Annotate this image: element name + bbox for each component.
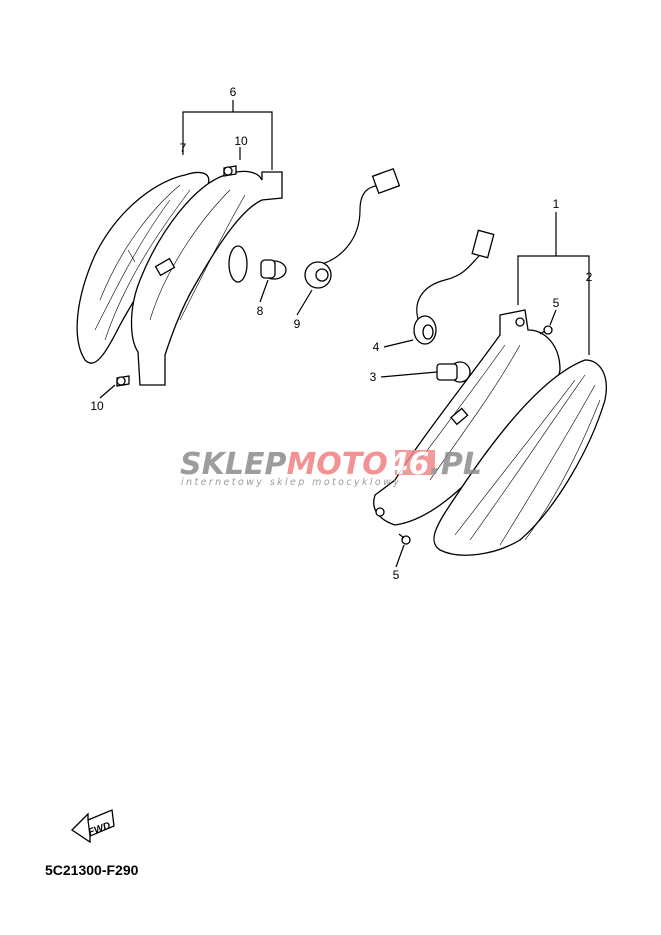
- socket-part-4: [413, 229, 495, 345]
- svg-text:SKLEPMOTO46.PL: SKLEPMOTO46.PL: [180, 447, 482, 482]
- left-housing-part-6: [130, 170, 283, 386]
- part-code: 5C21300-F290: [45, 862, 139, 878]
- callout-10-bottom: 10: [90, 399, 104, 413]
- callout-9: 9: [294, 317, 301, 331]
- screw-part-10-top: [223, 165, 237, 177]
- callout-5-top: 5: [553, 296, 560, 310]
- screw-part-5-bottom: [398, 533, 411, 545]
- right-lens-part-2: [433, 359, 607, 556]
- watermark-moto: MOTO: [286, 447, 387, 482]
- watermark-sklep: SKLEP: [180, 447, 286, 482]
- callout-2: 2: [586, 270, 593, 284]
- callout-6: 6: [230, 85, 237, 99]
- screw-part-10-bottom: [116, 375, 130, 387]
- watermark-tagline: internetowy sklep motocyklowy: [181, 477, 401, 488]
- socket-part-9: [304, 167, 401, 289]
- callout-8: 8: [257, 304, 264, 318]
- callout-3: 3: [370, 370, 377, 384]
- bulb-part-3: [436, 361, 471, 383]
- callout-7: 7: [180, 141, 187, 155]
- callout-10-top: 10: [234, 134, 248, 148]
- callout-1: 1: [553, 197, 560, 211]
- watermark-number: 46: [387, 447, 430, 482]
- screw-part-5-top: [539, 325, 553, 335]
- watermark-tld: .PL: [430, 447, 483, 482]
- callout-4: 4: [373, 340, 380, 354]
- bulb-part-8: [260, 259, 287, 280]
- fwd-arrow-icon: FWD: [70, 809, 115, 844]
- watermark-logo: SKLEPMOTO46.PL internetowy sklep motocyk…: [180, 447, 482, 488]
- callout-5-bottom: 5: [393, 568, 400, 582]
